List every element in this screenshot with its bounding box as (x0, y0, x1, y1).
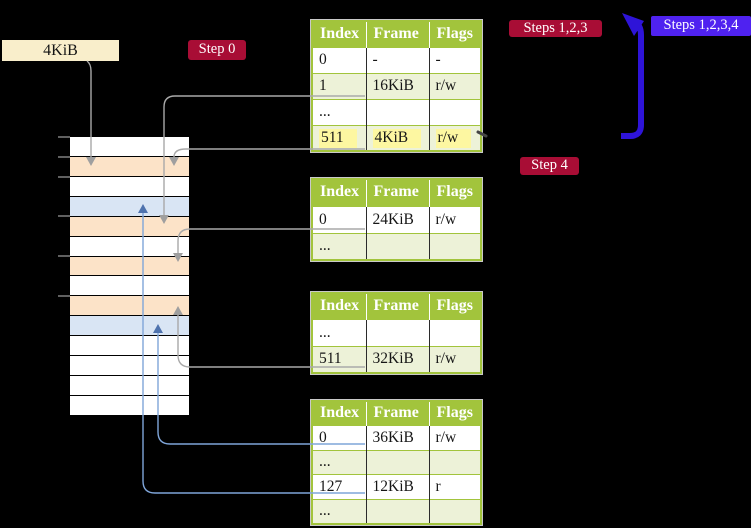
table-cell: 32KiB (365, 345, 429, 373)
memory-frame-row (70, 236, 189, 257)
table-cell (365, 232, 429, 260)
table-cell: ... (312, 232, 366, 260)
table-cell: 511 (312, 124, 366, 151)
column-header: Frame (365, 293, 429, 320)
memory-frame-row (70, 256, 189, 277)
steps1234-badge: Steps 1,2,3,4 (651, 16, 751, 36)
memory-frame-row (70, 336, 189, 357)
column-header: Index (312, 401, 366, 426)
table-row: ... (312, 498, 481, 524)
step4-text: Step 4 (531, 157, 568, 173)
memory-frame-row (70, 196, 189, 217)
steps1234-text: Steps 1,2,3,4 (663, 17, 739, 33)
table-cell: 1 (312, 72, 366, 99)
column-header: Frame (365, 179, 429, 206)
table-cell: 12KiB (365, 474, 429, 500)
table-cell: - (428, 46, 481, 73)
column-header: Index (312, 179, 366, 206)
table-cell: ... (312, 98, 366, 125)
physical-memory-column (69, 136, 190, 417)
step0-text: Step 0 (198, 41, 236, 57)
table-cell: 0 (312, 205, 366, 233)
table-cell (428, 498, 481, 524)
table-cell: 0 (312, 46, 366, 73)
steps123-text: Steps 1,2,3 (523, 19, 588, 36)
table-cell: 36KiB (365, 425, 429, 451)
table-cell: 127 (312, 474, 366, 500)
table-cell (365, 98, 429, 125)
table-cell (428, 449, 481, 475)
step0-badge: Step 0 (188, 40, 246, 60)
table-cell: ... (312, 498, 366, 524)
table-row: ... (312, 449, 481, 475)
memory-frame-row (70, 395, 189, 416)
table-cell: r/w (428, 345, 481, 373)
page-size-text: 4KiB (43, 41, 78, 59)
memory-frame-row (70, 316, 189, 337)
table-cell: 24KiB (365, 205, 429, 233)
memory-frame-row (70, 156, 189, 177)
loop-arrowhead (622, 13, 644, 36)
table-cell (428, 319, 481, 346)
table-cell: ... (312, 449, 366, 475)
memory-frame-row (70, 176, 189, 197)
table-cell: 4KiB (365, 124, 429, 151)
memory-frame-row (70, 216, 189, 237)
table-cell (365, 498, 429, 524)
table-cell (428, 98, 481, 125)
column-header: Flags (428, 21, 481, 47)
table-cell (428, 232, 481, 260)
memory-frame-row (70, 137, 189, 157)
table-row: ... (312, 232, 481, 260)
step4-badge: Step 4 (520, 157, 579, 175)
highlighted-value: 4KiB (372, 128, 422, 148)
table-cell: - (365, 46, 429, 73)
table-row: 511 4KiB r/w (312, 124, 481, 151)
table-cell: r/w (428, 72, 481, 99)
table-cell (365, 449, 429, 475)
highlighted-value: 511 (319, 128, 357, 148)
column-header: Flags (428, 401, 481, 426)
column-header: Frame (365, 21, 429, 47)
page-size-label: 4KiB (2, 40, 119, 61)
memory-frame-row (70, 276, 189, 297)
memory-frame-row (70, 296, 189, 317)
table-cell: r (428, 474, 481, 500)
table-cell: 511 (312, 345, 366, 373)
table-row: 0-- (312, 46, 481, 73)
memory-frame-row (70, 356, 189, 377)
highlighted-value: r/w (435, 128, 472, 148)
table-cell: 0 (312, 425, 366, 451)
table-cell: r/w (428, 425, 481, 451)
table-cell: ... (312, 319, 366, 346)
memory-frame-row (70, 376, 189, 396)
table-cell: r/w (428, 124, 481, 151)
loop-arrow (621, 18, 644, 139)
table-cell: r/w (428, 205, 481, 233)
table-cell: 16KiB (365, 72, 429, 99)
steps123-badge: Steps 1,2,3 (509, 20, 602, 37)
column-header: Flags (428, 179, 481, 206)
table-row: ... (312, 319, 481, 346)
column-header: Flags (428, 293, 481, 320)
column-header: Index (312, 21, 366, 47)
table-cell (365, 319, 429, 346)
table-row: ... (312, 98, 481, 125)
column-header: Index (312, 293, 366, 320)
column-header: Frame (365, 401, 429, 426)
